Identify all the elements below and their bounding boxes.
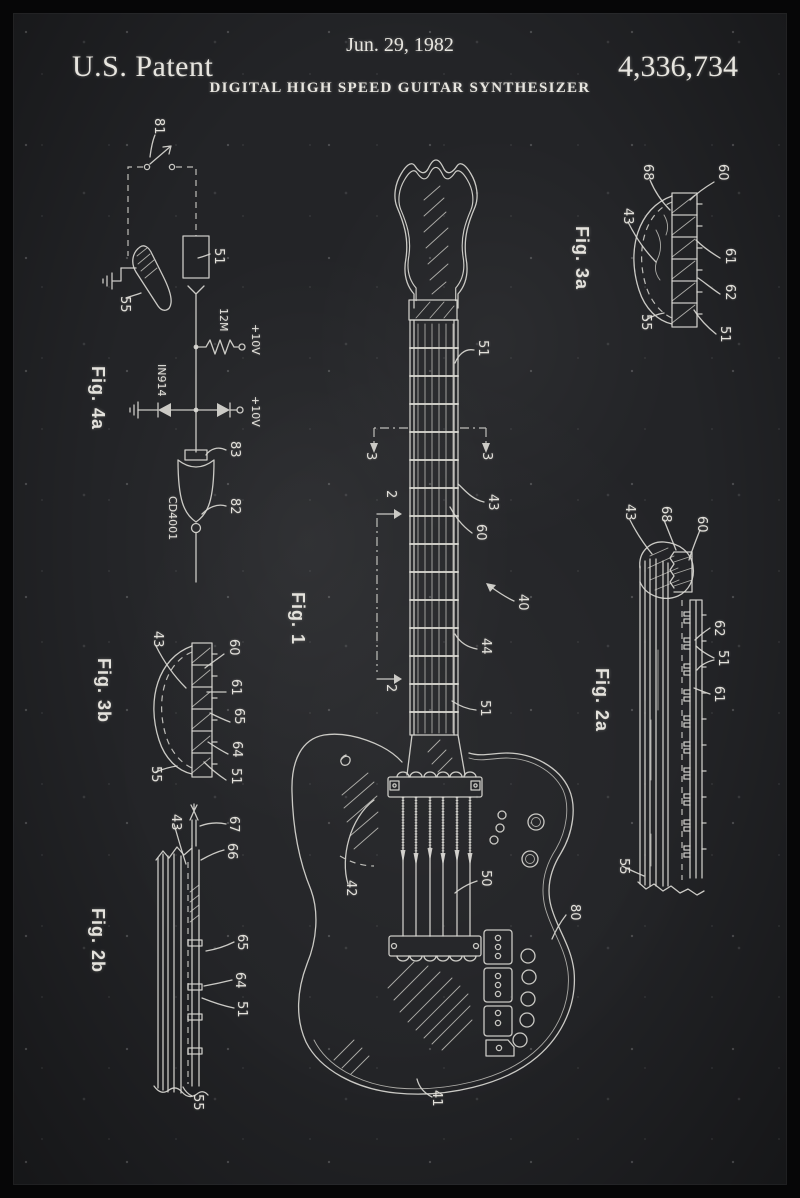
- ref-label-60: 60: [715, 164, 730, 181]
- fig4a-circuit-drawing: [102, 134, 246, 583]
- ref-label-43: 43: [168, 814, 183, 831]
- ref-label-2: 2: [383, 684, 398, 693]
- fig2b-caption: Fig. 2b: [88, 908, 108, 973]
- ref-label-51: 51: [715, 650, 730, 667]
- fig2b-section-drawing: [153, 803, 235, 1098]
- ref-label-66: 66: [224, 843, 239, 860]
- ref-label-83: 83: [227, 441, 242, 458]
- ref-label-51: 51: [211, 248, 226, 265]
- ref-label-43: 43: [485, 494, 500, 511]
- ref-label-55: 55: [190, 1094, 205, 1111]
- ref-label-2: 2: [383, 490, 398, 499]
- ref-label-42: 42: [343, 880, 358, 897]
- ref-label-3: 3: [363, 452, 378, 461]
- ref-label-68: 68: [640, 164, 655, 181]
- ref-label-51: 51: [234, 1001, 249, 1018]
- ref-label-51: 51: [475, 340, 490, 357]
- ref-label-61: 61: [722, 248, 737, 265]
- ref-label-3: 3: [479, 452, 494, 461]
- fig2a-caption: Fig. 2a: [592, 668, 612, 733]
- ref-label-62: 62: [711, 620, 726, 637]
- ref-label-60: 60: [473, 524, 488, 541]
- ref-label-55: 55: [117, 296, 132, 313]
- ref-label-80: 80: [567, 904, 582, 921]
- ref-label-+10V: +10V: [249, 324, 262, 355]
- patent-number: 4,336,734: [618, 50, 738, 83]
- ref-label-IN914: IN914: [155, 364, 168, 397]
- ref-label-40: 40: [515, 594, 530, 611]
- ref-label-64: 64: [232, 972, 247, 989]
- ref-label-CD4001: CD4001: [166, 496, 179, 541]
- patent-date: Jun. 29, 1982: [346, 34, 454, 56]
- ref-label-61: 61: [228, 679, 243, 696]
- fig3a-section-drawing: [627, 179, 721, 335]
- ref-label-44: 44: [478, 638, 493, 655]
- ref-label-82: 82: [227, 498, 242, 515]
- ref-label-+10V: +10V: [249, 396, 262, 427]
- ref-label-60: 60: [694, 516, 709, 533]
- patent-office-label: U.S. Patent: [72, 50, 214, 83]
- ref-label-55: 55: [616, 858, 631, 875]
- fig3a-caption: Fig. 3a: [572, 226, 592, 291]
- ref-label-12M: 12M: [217, 308, 230, 332]
- ref-label-61: 61: [711, 686, 726, 703]
- fig4a-caption: Fig. 4a: [88, 366, 108, 431]
- ref-label-43: 43: [150, 631, 165, 648]
- ref-label-51: 51: [228, 768, 243, 785]
- ref-label-55: 55: [638, 314, 653, 331]
- ref-label-60: 60: [226, 639, 241, 656]
- ref-label-62: 62: [722, 284, 737, 301]
- fig3b-section-drawing: [153, 642, 231, 781]
- ref-label-55: 55: [148, 766, 163, 783]
- ref-label-51: 51: [477, 700, 492, 717]
- ref-label-43: 43: [620, 208, 635, 225]
- ref-label-64: 64: [229, 741, 244, 758]
- ref-label-41: 41: [429, 1090, 444, 1107]
- ref-label-81: 81: [151, 118, 166, 135]
- ref-label-68: 68: [658, 506, 673, 523]
- fig2a-section-drawing: [621, 519, 715, 896]
- patent-title: DIGITAL HIGH SPEED GUITAR SYNTHESIZER: [209, 80, 591, 96]
- ref-label-65: 65: [231, 708, 246, 725]
- ref-label-51: 51: [717, 326, 732, 343]
- fig1-caption: Fig. 1: [288, 592, 308, 646]
- ref-label-65: 65: [234, 934, 249, 951]
- ref-label-43: 43: [622, 504, 637, 521]
- ref-label-50: 50: [478, 870, 493, 887]
- fig1-guitar-drawing: [291, 159, 576, 1098]
- fig3b-caption: Fig. 3b: [94, 658, 114, 723]
- ref-label-67: 67: [226, 816, 241, 833]
